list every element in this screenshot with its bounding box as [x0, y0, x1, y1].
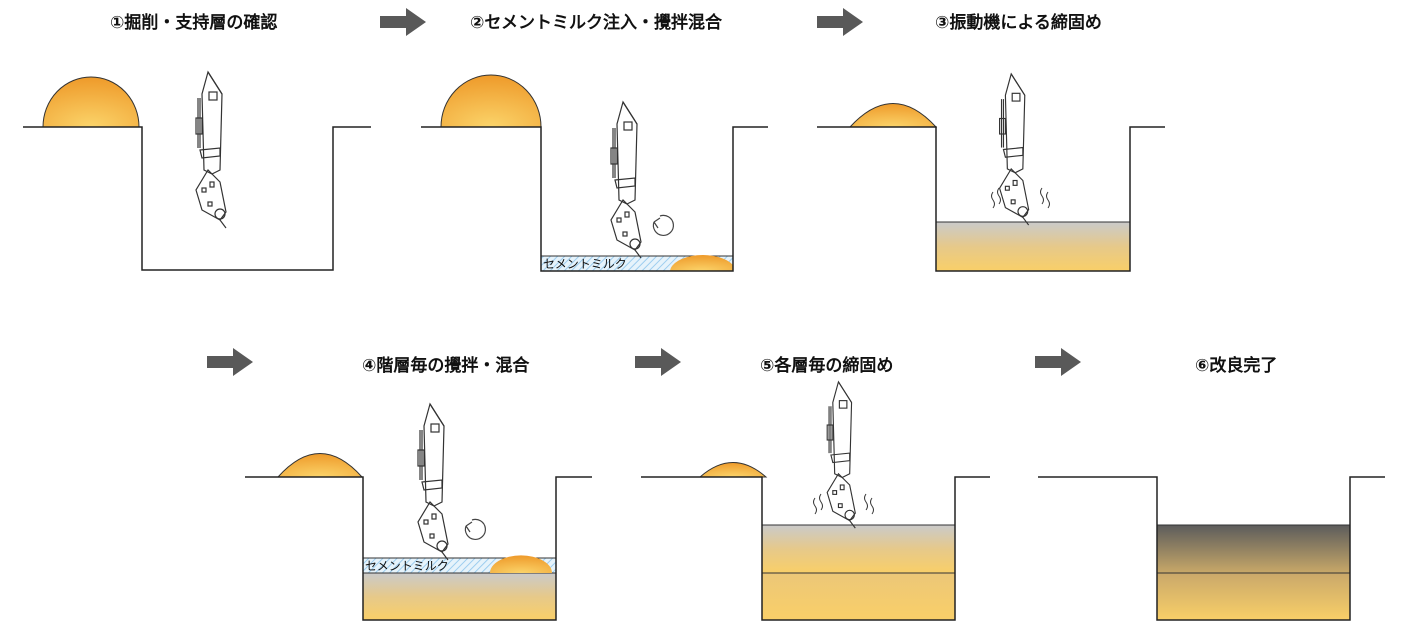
soil-mound	[276, 453, 364, 478]
mixed-soil-layer	[362, 572, 557, 621]
excavator-arm-icon	[610, 101, 642, 259]
soil-mound	[848, 103, 938, 128]
cement-milk-label: セメントミルク	[365, 559, 449, 573]
panel-4	[245, 403, 592, 621]
excavator-arm-icon	[826, 381, 856, 529]
improved-soil-lower	[1156, 572, 1351, 621]
vibration-icon	[813, 493, 874, 515]
step-5-title: ⑤各層毎の締固め	[760, 356, 894, 376]
rotation-arrow-icon	[652, 214, 674, 236]
cement-milk-label: セメントミルク	[543, 257, 627, 271]
panel-3	[817, 73, 1165, 272]
improved-soil-upper	[1156, 524, 1351, 574]
pit-outline	[641, 476, 990, 621]
rotation-arrow-icon	[464, 518, 486, 540]
panel-6	[1038, 476, 1385, 621]
excavator-arm-icon	[417, 403, 449, 561]
pit-outline	[1038, 476, 1385, 621]
next-step-arrow-icon	[207, 348, 253, 376]
next-step-arrow-icon	[635, 348, 681, 376]
step-1-title: ①掘削・支持層の確認	[110, 13, 278, 33]
step-6-title: ⑥改良完了	[1195, 356, 1278, 376]
pit-outline	[817, 126, 1165, 272]
step-3-title: ③振動機による締固め	[935, 13, 1102, 33]
compacted-soil-layer	[761, 572, 956, 621]
vibration-icon	[991, 187, 1050, 209]
mixed-soil-layer	[935, 221, 1131, 272]
cement-mound	[670, 255, 733, 271]
soil-mound	[698, 462, 768, 478]
excavator-arm-icon	[998, 73, 1030, 226]
panel-5	[641, 381, 990, 621]
next-step-arrow-icon	[817, 8, 863, 36]
excavator-arm-icon	[195, 71, 227, 229]
mixed-soil-layer-upper	[761, 524, 956, 574]
next-step-arrow-icon	[1035, 348, 1081, 376]
pit-outline	[421, 126, 768, 272]
panel-1	[23, 71, 371, 271]
pit-outline	[245, 476, 592, 621]
step-4-title: ④階層毎の攪拌・混合	[362, 356, 530, 376]
panel-2	[421, 74, 768, 272]
soil-mound	[440, 74, 542, 128]
next-step-arrow-icon	[380, 8, 426, 36]
cement-mound	[490, 555, 552, 573]
pit-outline	[23, 126, 371, 271]
soil-mound	[42, 76, 140, 128]
step-2-title: ②セメントミルク注入・攪拌混合	[470, 13, 723, 33]
